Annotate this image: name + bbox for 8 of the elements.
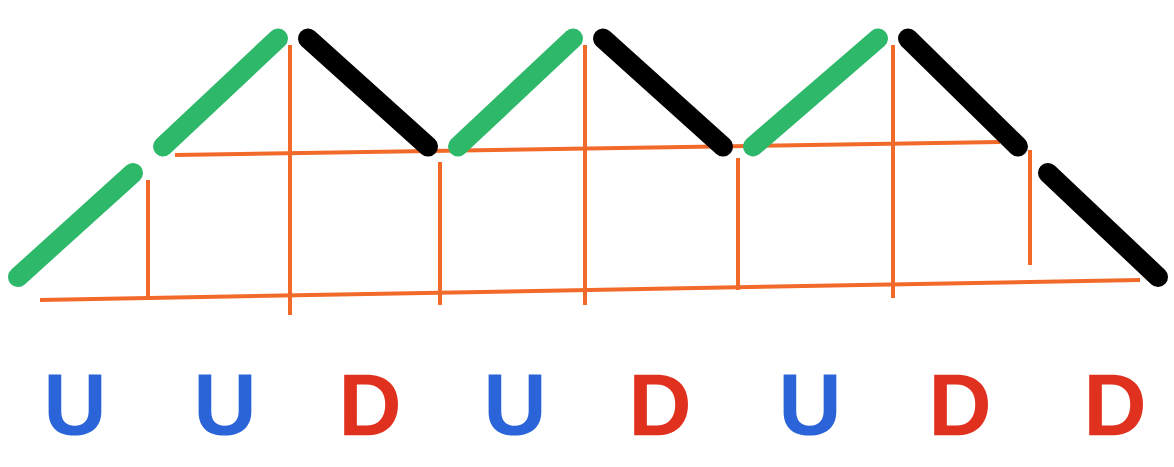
step-letter: U [488, 374, 542, 436]
step-letter: U [198, 374, 252, 436]
step-letter: D [934, 374, 988, 436]
step-letter: U [783, 374, 837, 436]
step-letter: D [634, 374, 688, 436]
step-letter: D [1089, 374, 1143, 436]
step-letter: U [48, 374, 102, 436]
step-letter: D [344, 374, 398, 436]
